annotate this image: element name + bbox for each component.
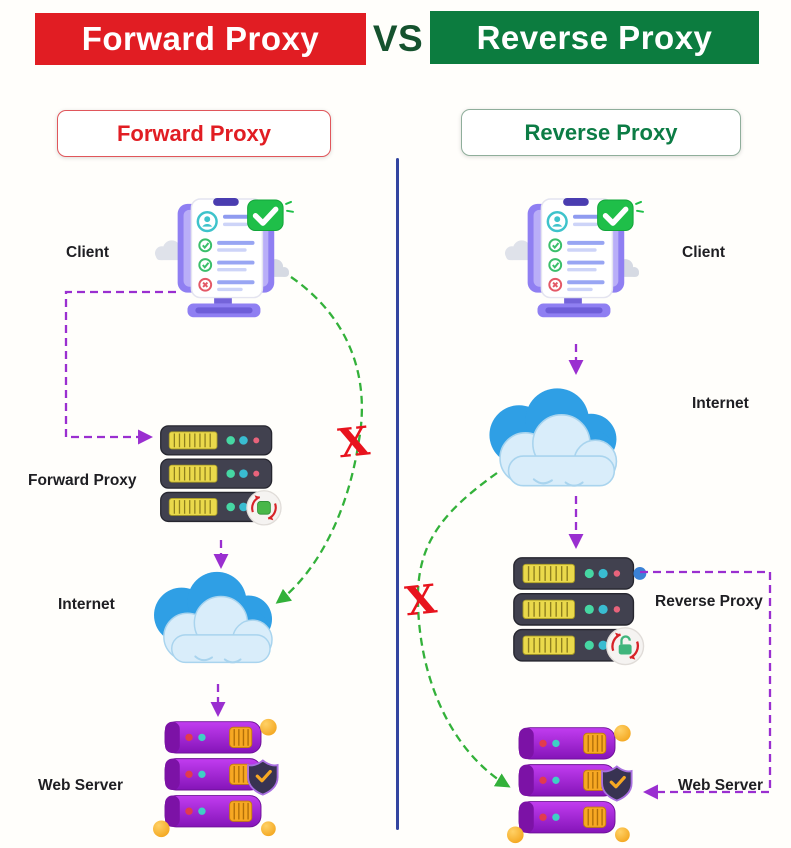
- blocked-x-icon: X: [403, 576, 439, 626]
- left-internet-label: Internet: [58, 596, 115, 613]
- blocked-x-icon: X: [336, 418, 372, 468]
- reverse-proxy-title: Reverse Proxy: [461, 109, 741, 156]
- forward-proxy-servers-illustration: [159, 424, 282, 526]
- column-divider: [396, 158, 399, 830]
- internet-cloud-illustration: [464, 382, 644, 509]
- banner-reverse-proxy: Reverse Proxy: [430, 11, 759, 64]
- internet-cloud-illustration: [130, 566, 298, 684]
- web-server-illustration: [152, 718, 286, 838]
- client-computer-illustration: [498, 198, 646, 336]
- right-web-server-label: Web Server: [678, 777, 764, 794]
- banner-forward-proxy: Forward Proxy: [35, 13, 366, 65]
- right-client-label: Client: [682, 244, 726, 261]
- forward-proxy-title: Forward Proxy: [57, 110, 331, 157]
- reverse-proxy-servers-illustration: [512, 556, 647, 666]
- left-web-server-label: Web Server: [38, 777, 124, 794]
- sync-badge-icon: [246, 490, 282, 526]
- client-computer-illustration: [148, 198, 296, 336]
- banner-vs-text: VS: [372, 18, 424, 59]
- right-proxy-label: Reverse Proxy: [655, 593, 763, 610]
- right-internet-label: Internet: [692, 395, 749, 412]
- arrow-internet-direct-to-web-server-blocked: [416, 472, 511, 788]
- lock-badge-icon: [606, 627, 645, 666]
- left-proxy-label: Forward Proxy: [28, 472, 137, 489]
- web-server-illustration: [506, 724, 640, 844]
- left-client-label: Client: [66, 244, 110, 261]
